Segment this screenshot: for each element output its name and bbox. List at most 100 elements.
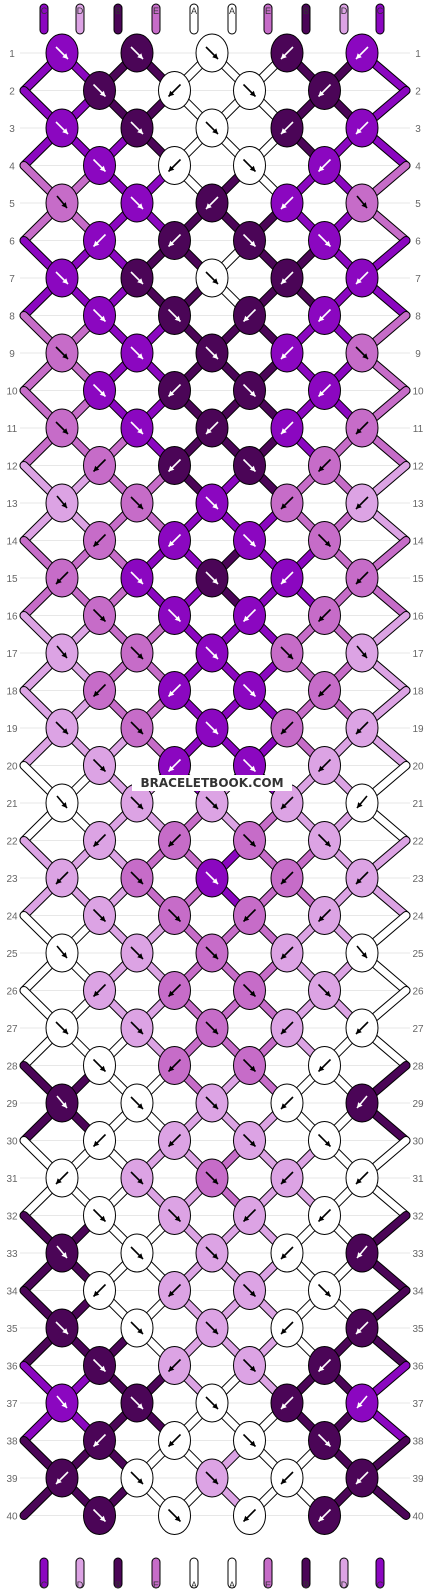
knot (195, 33, 229, 73)
knot (120, 858, 154, 898)
knot-arrow-head-icon (281, 1103, 287, 1109)
knot-arrow-head-icon (168, 765, 175, 772)
row-number-right: 38 (412, 1437, 424, 1448)
knot-arrow-head-icon (62, 278, 68, 284)
knot (83, 896, 116, 935)
knot-arrow-head-icon (93, 990, 100, 997)
row-number-right: 19 (412, 724, 424, 735)
row-number-right: 13 (412, 499, 424, 510)
knot-arrow-head-icon (56, 1178, 62, 1184)
row-number-left: 19 (6, 724, 18, 735)
top-strand-label: D (341, 6, 348, 16)
knot-arrow-head-icon (137, 578, 143, 584)
knot-arrow-head-icon (137, 1328, 143, 1334)
knot (270, 558, 304, 598)
knot (270, 108, 304, 148)
knot-arrow-head-icon (243, 1215, 250, 1222)
knot (45, 633, 79, 673)
row-number-left: 4 (9, 162, 15, 173)
knot (308, 821, 341, 860)
row-number-right: 37 (412, 1399, 424, 1410)
knot-arrow-head-icon (361, 202, 367, 208)
knot-arrow-head-icon (61, 802, 67, 808)
knot-arrow-head-icon (99, 1365, 106, 1372)
knot-arrow-head-icon (168, 165, 175, 172)
watermark-background (132, 775, 292, 791)
knot-arrow-head-icon (99, 1215, 106, 1222)
row-number-left: 1 (9, 49, 15, 60)
knot-arrow-head-icon (324, 1440, 331, 1447)
knot (120, 333, 154, 373)
knot (308, 221, 341, 260)
knot-arrow-head-icon (212, 353, 218, 359)
knot-arrow-head-icon (243, 915, 250, 922)
knot (270, 858, 304, 898)
knot-arrow-head-icon (174, 915, 181, 922)
knot-arrow-head-icon (212, 953, 218, 959)
knot (83, 746, 116, 785)
knot (233, 446, 266, 485)
row-number-right: 15 (412, 574, 424, 585)
knot-arrow-head-icon (93, 1290, 100, 1297)
knot (158, 1196, 191, 1235)
knot (195, 1083, 229, 1123)
row-number-right: 35 (412, 1324, 424, 1335)
knot (120, 108, 154, 148)
knot-arrow-head-icon (56, 1478, 62, 1484)
knot-arrow-head-icon (174, 615, 181, 622)
knot (345, 1308, 379, 1348)
knot (120, 1083, 154, 1123)
row-number-right: 22 (412, 837, 424, 848)
knot (233, 1271, 266, 1310)
knot-arrow-head-icon (249, 990, 256, 997)
knot (120, 558, 154, 598)
knot (308, 1346, 341, 1385)
knot (270, 1308, 304, 1348)
knot (345, 1458, 379, 1498)
row-number-right: 8 (415, 312, 421, 323)
knot-arrow-head-icon (356, 428, 362, 434)
knot-arrow-head-icon (212, 1328, 218, 1334)
knot-arrow-head-icon (137, 278, 143, 284)
knot (233, 296, 266, 335)
knot (195, 1308, 229, 1348)
knot (45, 483, 79, 523)
knot (45, 183, 79, 223)
knot-arrow-head-icon (99, 165, 106, 172)
knot (308, 1271, 341, 1310)
knot (233, 371, 266, 410)
row-number-left: 28 (6, 1062, 18, 1073)
knot (83, 371, 116, 410)
knot-arrow-head-icon (137, 428, 143, 434)
knot-arrow-head-icon (137, 1178, 143, 1184)
knot-arrow-head-icon (281, 1253, 287, 1259)
row-number-left: 12 (6, 462, 18, 473)
knot-arrow-head-icon (137, 1478, 143, 1484)
knot-arrow-head-icon (281, 503, 287, 509)
knot-arrow-head-icon (212, 1478, 218, 1484)
knot-arrow-head-icon (243, 315, 250, 322)
bottom-strand-label: C (377, 1580, 384, 1590)
knot (83, 1196, 116, 1235)
knot-arrow-head-icon (174, 315, 181, 322)
knot-arrow-head-icon (137, 878, 143, 884)
knot-arrow-head-icon (356, 53, 362, 59)
knot (345, 33, 379, 73)
row-number-left: 10 (6, 387, 18, 398)
knot-arrow-head-icon (62, 353, 68, 359)
knot (120, 1308, 154, 1348)
knot (270, 483, 304, 523)
knot-arrow-head-icon (356, 578, 362, 584)
knot (120, 483, 154, 523)
knot (195, 333, 229, 373)
knot-arrow-head-icon (356, 1178, 362, 1184)
knot-arrow-head-icon (281, 953, 287, 959)
row-number-left: 27 (6, 1024, 18, 1035)
knot (83, 971, 116, 1010)
knot (345, 558, 379, 598)
row-number-left: 40 (6, 1512, 18, 1523)
knot-arrow-head-icon (168, 1065, 175, 1072)
knot (233, 896, 266, 935)
row-number-left: 7 (9, 274, 15, 285)
row-number-right: 24 (412, 912, 424, 923)
